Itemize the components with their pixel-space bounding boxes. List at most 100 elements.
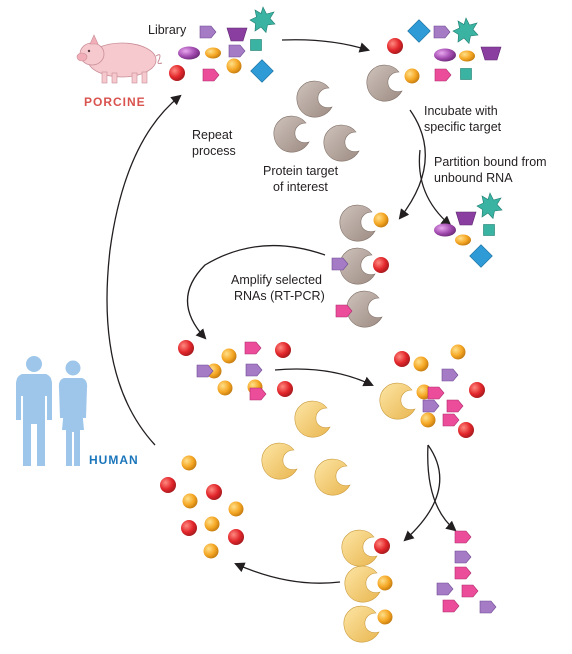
rna-red — [275, 342, 291, 358]
rna-orange — [377, 609, 393, 625]
rna-red — [160, 477, 176, 493]
protein-target — [294, 400, 331, 438]
rna-orange — [373, 212, 389, 228]
arrow-return-left — [234, 562, 341, 584]
repeat-label-line1: Repeat — [192, 128, 233, 142]
rna-red — [458, 422, 474, 438]
rna-purple — [199, 25, 217, 39]
incubate-label-line1: Incubate with — [424, 104, 498, 118]
protein-target — [366, 64, 403, 102]
rna-pink — [454, 566, 472, 580]
rna-oval — [434, 48, 456, 62]
rna-orange-oval — [205, 47, 221, 59]
unbound-rna-1 — [434, 192, 503, 268]
rna-purple — [441, 368, 459, 382]
rna-library — [169, 6, 276, 83]
rna-purple — [436, 582, 454, 596]
rna-orange — [228, 501, 244, 517]
protein-target — [323, 124, 360, 162]
protein-targets — [273, 64, 420, 162]
protein-target — [273, 115, 310, 153]
rna-star — [249, 6, 276, 33]
returned-rna — [160, 455, 244, 559]
rna-star — [476, 192, 503, 219]
protein-target — [314, 458, 351, 496]
arrow-library-to-incubate — [281, 39, 370, 53]
rna-pink — [446, 399, 464, 413]
rna-red — [387, 38, 403, 54]
rna-red — [373, 257, 389, 273]
rna-library-incubated — [387, 17, 502, 82]
arrow-round2-bind — [274, 368, 374, 387]
rna-star — [452, 17, 479, 44]
arrow-round2-unbound — [427, 444, 457, 532]
rna-red — [374, 538, 390, 554]
rna-pink — [434, 68, 452, 82]
porcine-label: PORCINE — [84, 95, 146, 109]
rna-pink — [442, 599, 460, 613]
rna-oval — [178, 46, 200, 60]
rna-square — [483, 224, 495, 236]
unbound-rna-2 — [436, 530, 497, 614]
rna-oval — [434, 223, 456, 237]
partition-label-line1: Partition bound from — [434, 155, 547, 169]
rna-orange — [420, 412, 436, 428]
arrow-amplify — [186, 244, 326, 340]
rna-square — [250, 39, 262, 51]
protein-target — [379, 382, 416, 420]
protein-target — [341, 529, 378, 567]
protein-target — [343, 605, 380, 643]
rna-red — [394, 351, 410, 367]
rna-purple — [228, 44, 246, 58]
rna-orange — [450, 344, 466, 360]
protein-target — [344, 565, 381, 603]
repeat-label-line2: process — [192, 144, 236, 158]
rna-trapezoid — [226, 27, 248, 42]
rna-pink — [244, 341, 262, 355]
rna-purple — [245, 363, 263, 377]
rna-orange — [182, 493, 198, 509]
bound-complexes — [331, 204, 389, 328]
protein-target — [296, 80, 333, 118]
rna-pink — [454, 530, 472, 544]
protein-label-line2: of interest — [273, 180, 328, 194]
rna-square — [460, 68, 472, 80]
arrow-repeat-process — [106, 94, 182, 446]
rna-purple — [422, 399, 440, 413]
incubate-label-line2: specific target — [424, 120, 502, 134]
human-label: HUMAN — [89, 453, 139, 467]
rna-red — [228, 529, 244, 545]
pig-icon — [76, 34, 163, 84]
rna-pink — [202, 68, 220, 82]
partition-label-line2: unbound RNA — [434, 171, 513, 185]
rna-red — [169, 65, 185, 81]
amplify-label-line1: Amplify selected — [231, 273, 322, 287]
rna-purple — [433, 25, 451, 39]
protein-label-line1: Protein target — [263, 164, 339, 178]
rna-trapezoid — [455, 211, 477, 226]
rna-red — [469, 382, 485, 398]
rna-purple — [479, 600, 497, 614]
protein-target — [346, 290, 383, 328]
rna-red — [206, 484, 222, 500]
rna-diamond — [407, 19, 431, 43]
bound-complexes-round2 — [341, 529, 393, 643]
arrow-round2-down — [403, 444, 441, 542]
rna-orange — [221, 348, 237, 364]
rna-pink — [461, 584, 479, 598]
rna-purple — [454, 550, 472, 564]
rna-orange — [181, 455, 197, 471]
protein-target — [339, 204, 376, 242]
rna-pink — [249, 387, 267, 401]
rna-orange-oval — [455, 234, 471, 246]
rna-orange — [217, 380, 233, 396]
rna-pink — [427, 386, 445, 400]
rna-pink — [442, 413, 460, 427]
rna-orange — [413, 356, 429, 372]
rna-orange — [226, 58, 242, 74]
rna-orange-oval — [459, 50, 475, 62]
rna-diamond — [469, 244, 493, 268]
round2-incubation — [379, 344, 485, 438]
rna-red — [277, 381, 293, 397]
